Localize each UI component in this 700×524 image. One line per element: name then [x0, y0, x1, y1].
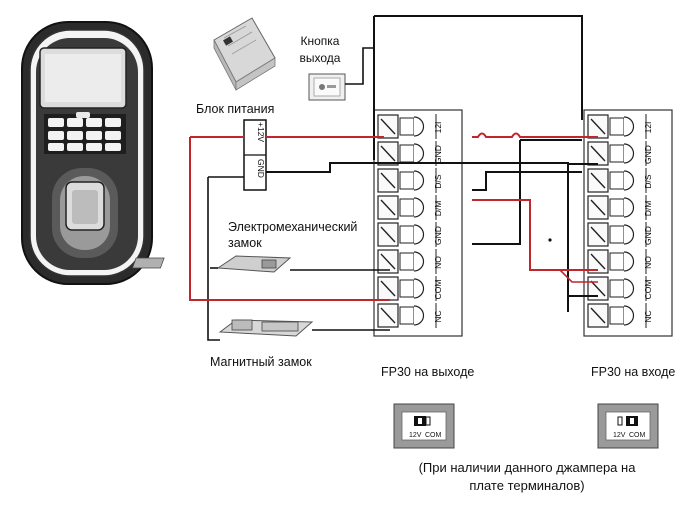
entry-terminal-row: COM	[587, 276, 653, 301]
exit-terminal-row: D/M	[377, 195, 443, 220]
jumper-entry-com: COM	[629, 432, 646, 439]
exit-button-label-line2: выхода	[300, 51, 341, 65]
entry-terminal-label: D/M	[643, 201, 653, 217]
jumper-note-line1: (При наличии данного джампера на	[418, 460, 636, 475]
entry-terminal-row: GND	[587, 141, 653, 166]
jumper-note: (При наличии данного джампера на плате т…	[372, 459, 682, 495]
exit-terminal-label: NC	[433, 310, 443, 322]
exit-terminal-label: GND	[433, 145, 443, 164]
wire-entry-no-red	[559, 269, 598, 283]
exit-terminal-label: NO	[433, 256, 443, 269]
exit-terminal-row: NO	[377, 249, 443, 274]
entry-terminal-row: 12I	[587, 114, 653, 139]
jumper-icon-exit	[393, 403, 455, 449]
exit-terminal-label: 12I	[433, 122, 443, 134]
jumper-note-line2: плате терминалов)	[469, 478, 585, 493]
entry-terminal-label: NO	[643, 256, 653, 269]
wire-nc-maglock	[207, 177, 390, 341]
exit-terminal-row: NC	[377, 303, 443, 328]
entry-terminal-label: COM	[643, 280, 653, 300]
psu-terminal-block	[243, 119, 267, 191]
psu-gnd-label: GND	[256, 159, 266, 178]
fp30-entry-terminal-block: 12I GND D/S D/M GND NO COM NC	[583, 109, 673, 337]
jumper-exit-12v: 12V	[409, 432, 422, 439]
fingerprint-terminal-device	[21, 21, 153, 285]
exit-terminal-row: COM	[377, 276, 443, 301]
power-supply-icon	[213, 17, 276, 91]
jumper-icon-entry	[597, 403, 659, 449]
wires	[189, 15, 598, 341]
device-keypad	[44, 112, 126, 154]
entry-terminal-label: 12I	[643, 122, 653, 134]
entry-terminal-row: NO	[587, 249, 653, 274]
entry-terminal-label: D/S	[643, 174, 653, 189]
wire-ds-bridge	[472, 171, 582, 191]
em-lock-label-line2: замок	[228, 236, 262, 250]
entry-terminal-row: D/S	[587, 168, 653, 193]
exit-button-label-line1: Кнопка	[301, 34, 340, 48]
psu-plus-label: +12V	[256, 122, 266, 142]
exit-button-icon	[308, 73, 346, 101]
exit-terminal-row: GND	[377, 141, 443, 166]
fp30-exit-label: FP30 на выходе	[381, 365, 474, 379]
stray-dot	[548, 238, 552, 242]
magnetic-lock-icon	[218, 319, 314, 337]
exit-terminal-label: D/M	[433, 201, 443, 217]
exit-terminal-label: COM	[433, 280, 443, 300]
entry-terminal-row: GND	[587, 222, 653, 247]
exit-terminal-label: D/S	[433, 174, 443, 189]
power-supply-label: Блок питания	[196, 102, 274, 116]
entry-terminal-row: NC	[587, 303, 653, 328]
exit-terminal-row: GND	[377, 222, 443, 247]
entry-terminal-label: GND	[643, 226, 653, 245]
fp30-entry-label: FP30 на входе	[591, 365, 675, 379]
entry-terminal-label: GND	[643, 145, 653, 164]
fingerprint-sensor	[52, 168, 118, 258]
mag-lock-label: Магнитный замок	[210, 355, 312, 369]
jumper-entry-12v: 12V	[613, 432, 626, 439]
entry-terminal-row: D/M	[587, 195, 653, 220]
electromechanical-lock-icon	[131, 255, 292, 273]
wire-12v-to-entry	[472, 132, 598, 138]
wire-red-left-down	[189, 137, 390, 301]
exit-terminal-label: GND	[433, 226, 443, 245]
exit-terminal-row: D/S	[377, 168, 443, 193]
wire-gnd2-exit	[472, 139, 582, 245]
wire-dm-red	[472, 199, 598, 271]
wire-exit-button-to-block	[345, 47, 374, 85]
entry-terminal-label: NC	[643, 310, 653, 322]
jumper-exit-com: COM	[425, 432, 442, 439]
fp30-exit-terminal-block: 12I GND D/S D/M GND NO COM NC	[373, 109, 463, 337]
exit-terminal-row: 12I	[377, 114, 443, 139]
em-lock-label-line1: Электромеханический	[228, 220, 357, 234]
